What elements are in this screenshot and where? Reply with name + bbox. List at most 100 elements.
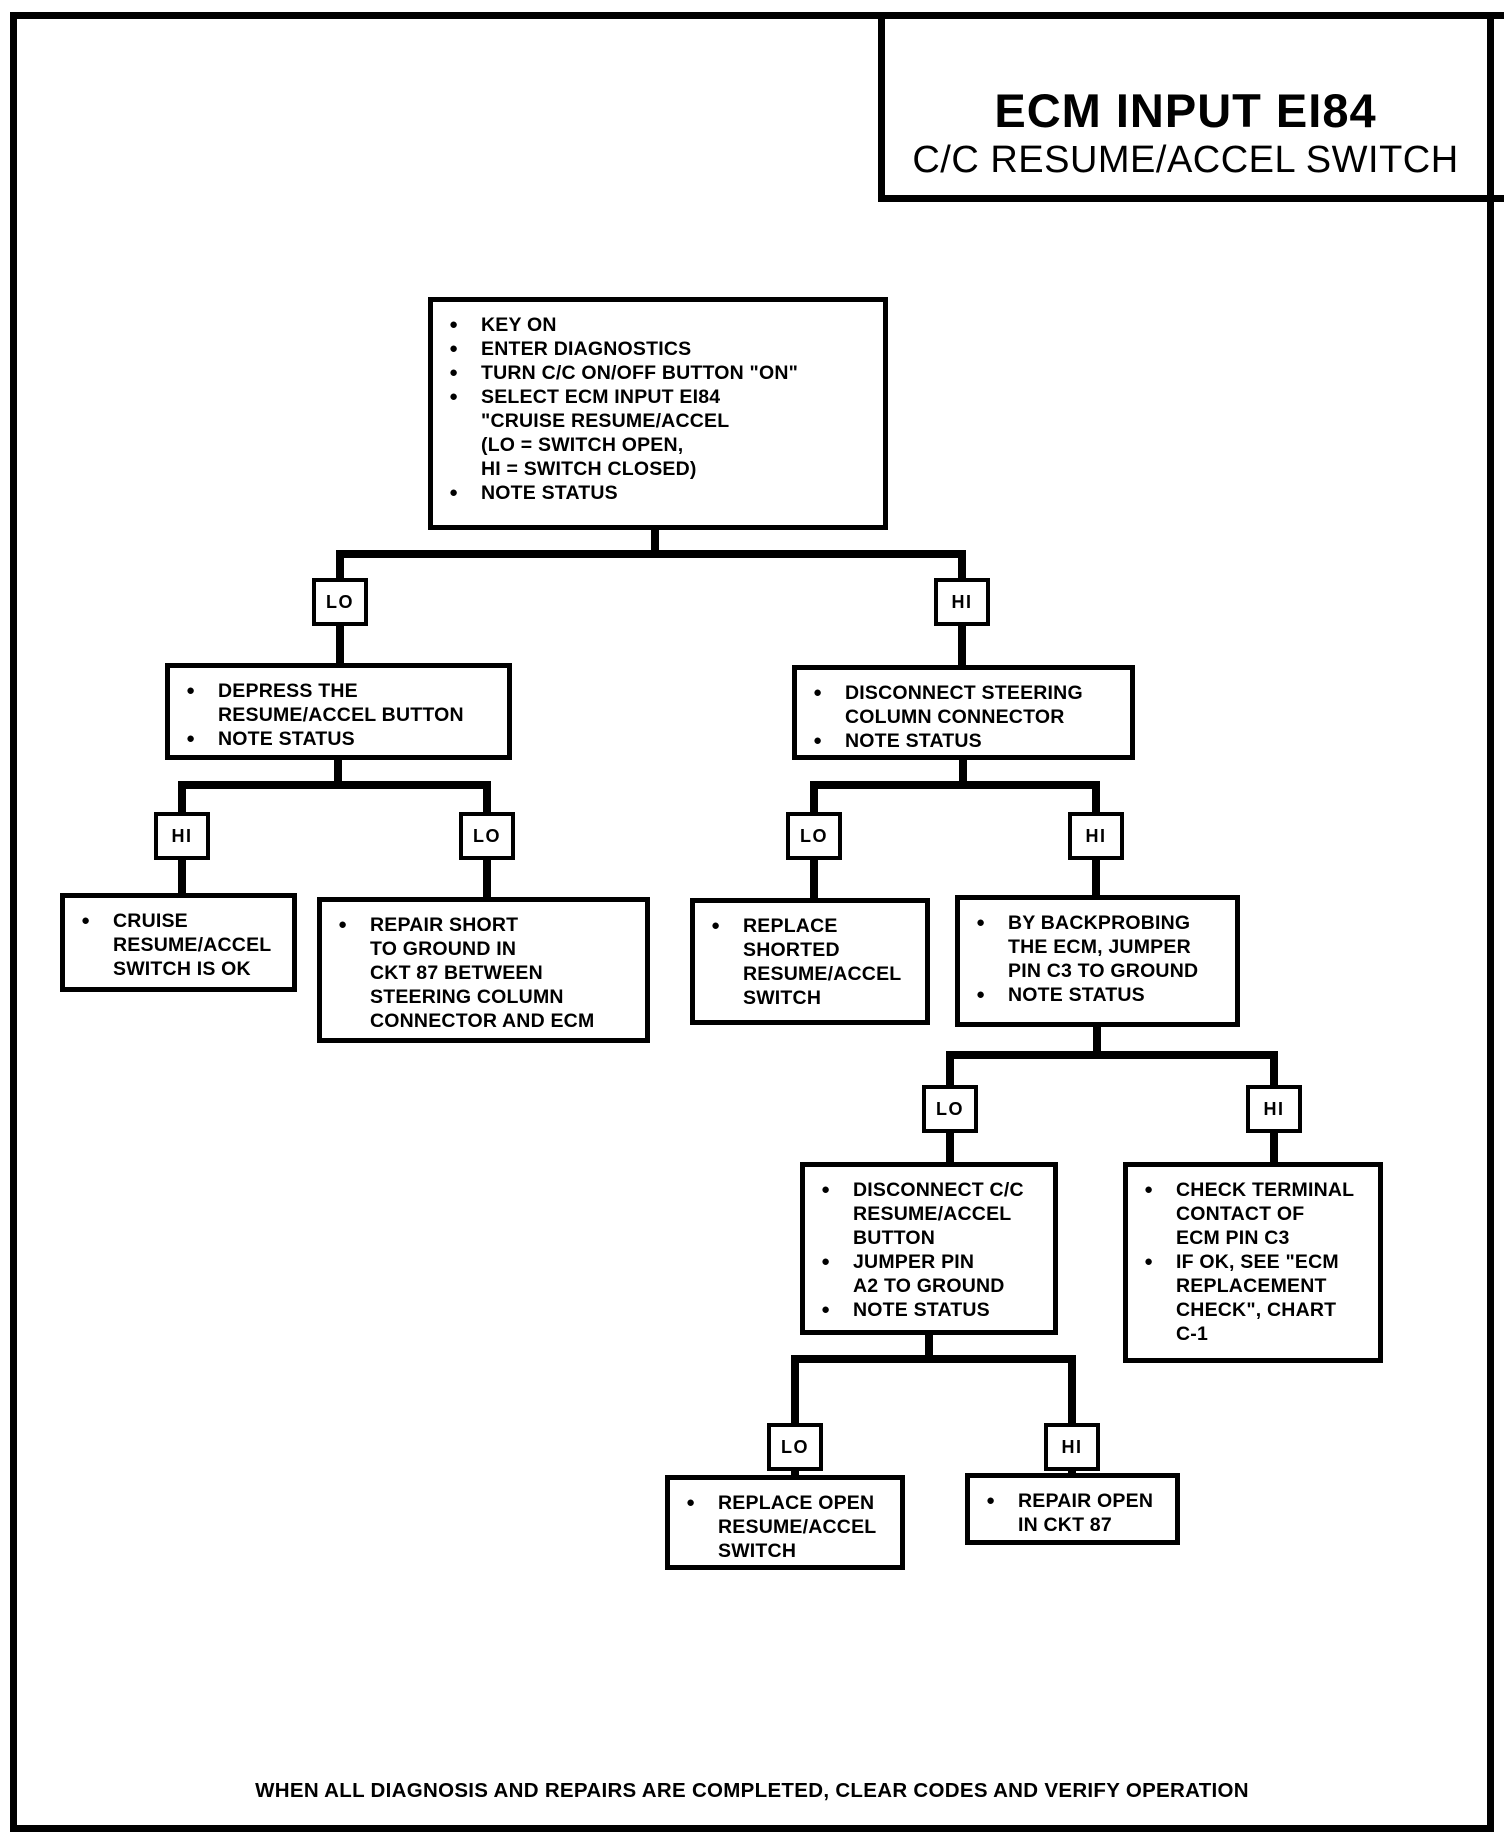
step-text: HI = SWITCH CLOSED): [481, 458, 697, 480]
step-text: CHECK TERMINAL: [1176, 1179, 1355, 1201]
flow-line: [334, 758, 342, 785]
node-check-terminal: ●CHECK TERMINAL CONTACT OF ECM PIN C3 ●I…: [1123, 1162, 1383, 1363]
step-text: SWITCH IS OK: [113, 958, 251, 980]
connector-hi-4: HI: [1246, 1085, 1302, 1133]
step-text: NOTE STATUS: [853, 1299, 990, 1321]
step-text: TO GROUND IN: [370, 938, 517, 960]
bullet-icon: ●: [813, 732, 823, 749]
step-text: IN CKT 87: [1018, 1514, 1112, 1536]
bullet-icon: ●: [449, 364, 459, 381]
bullet-icon: ●: [338, 916, 348, 933]
flow-line: [810, 781, 1100, 789]
bullet-icon: ●: [449, 316, 459, 333]
flow-line: [946, 1055, 954, 1087]
connector-label: HI: [1085, 825, 1107, 846]
step-text: CRUISE: [113, 910, 188, 932]
flow-line: [791, 1359, 799, 1425]
step-text: RESUME/ACCEL: [853, 1203, 1012, 1225]
bullet-icon: ●: [686, 1494, 696, 1511]
connector-label: HI: [951, 591, 973, 612]
step-text: RESUME/ACCEL: [743, 963, 902, 985]
bullet-icon: ●: [976, 986, 986, 1003]
step-text: TURN C/C ON/OFF BUTTON "ON": [481, 362, 799, 384]
step-text: REPAIR OPEN: [1018, 1490, 1154, 1512]
step-text: BY BACKPROBING: [1008, 912, 1191, 934]
step-text: ENTER DIAGNOSTICS: [481, 338, 692, 360]
bullet-icon: ●: [711, 917, 721, 934]
node-depress-button: ●DEPRESS THE RESUME/ACCEL BUTTON ●NOTE S…: [165, 663, 512, 760]
bullet-icon: ●: [186, 682, 196, 699]
step-text: REPLACEMENT: [1176, 1275, 1327, 1297]
step-text: RESUME/ACCEL: [113, 934, 272, 956]
flow-line: [791, 1469, 799, 1479]
flow-line: [651, 530, 659, 556]
connector-label: HI: [1263, 1098, 1285, 1119]
step-text: CHECK", CHART: [1176, 1299, 1337, 1321]
title-box: ECM INPUT EI84 C/C RESUME/ACCEL SWITCH: [878, 12, 1504, 202]
step-text: (LO = SWITCH OPEN,: [481, 434, 684, 456]
flow-line: [791, 1355, 1076, 1363]
flow-line: [336, 556, 344, 580]
flow-line: [946, 1131, 954, 1164]
connector-label: LO: [936, 1098, 964, 1119]
bullet-icon: ●: [821, 1253, 831, 1270]
connector-hi-2: HI: [154, 812, 210, 860]
bullet-icon: ●: [1144, 1181, 1154, 1198]
flow-line: [483, 785, 491, 814]
step-text: "CRUISE RESUME/ACCEL: [481, 410, 730, 432]
node-disconnect-steering: ●DISCONNECT STEERING COLUMN CONNECTOR ●N…: [792, 665, 1135, 760]
bullet-icon: ●: [821, 1301, 831, 1318]
step-text: DISCONNECT STEERING: [845, 682, 1083, 704]
connector-label: LO: [800, 825, 828, 846]
flow-line: [946, 1051, 1278, 1059]
flow-line: [1092, 785, 1100, 814]
flow-line: [925, 1333, 933, 1361]
node-repair-open-ckt87: ●REPAIR OPEN IN CKT 87: [965, 1473, 1180, 1545]
step-text: SWITCH: [718, 1540, 797, 1562]
bullet-icon: ●: [186, 730, 196, 747]
flow-line: [1270, 1131, 1278, 1164]
bullet-icon: ●: [449, 484, 459, 501]
step-text: CONNECTOR AND ECM: [370, 1010, 595, 1032]
flow-line: [336, 550, 966, 558]
step-text: ECM PIN C3: [1176, 1227, 1290, 1249]
flow-line: [959, 758, 967, 785]
bullet-icon: ●: [81, 912, 91, 929]
connector-label: LO: [326, 591, 354, 612]
step-text: BUTTON: [853, 1227, 936, 1249]
flow-line: [810, 858, 818, 900]
step-text: DISCONNECT C/C: [853, 1179, 1024, 1201]
step-text: CONTACT OF: [1176, 1203, 1305, 1225]
page-subtitle: C/C RESUME/ACCEL SWITCH: [912, 139, 1459, 181]
bullet-icon: ●: [976, 914, 986, 931]
step-text: C-1: [1176, 1323, 1209, 1345]
step-text: RESUME/ACCEL BUTTON: [218, 704, 464, 726]
bullet-icon: ●: [1144, 1253, 1154, 1270]
flow-line: [336, 624, 344, 665]
node-replace-open-switch: ● REPLACE OPEN RESUME/ACCEL SWITCH: [665, 1475, 905, 1570]
flow-line: [810, 785, 818, 814]
connector-lo-1: LO: [312, 578, 368, 626]
connector-label: HI: [1061, 1436, 1083, 1457]
step-text: REPLACE OPEN: [718, 1492, 875, 1514]
step-text: STEERING COLUMN: [370, 986, 564, 1008]
connector-hi-1: HI: [934, 578, 990, 626]
step-text: REPLACE: [743, 915, 838, 937]
bullet-icon: ●: [813, 684, 823, 701]
connector-label: LO: [473, 825, 501, 846]
node-replace-shorted-switch: ●REPLACE SHORTED RESUME/ACCEL SWITCH: [690, 898, 930, 1025]
step-text: KEY ON: [481, 314, 557, 336]
connector-label: HI: [171, 825, 193, 846]
flow-line: [178, 785, 186, 814]
step-text: SELECT ECM INPUT EI84: [481, 386, 721, 408]
step-text: SHORTED: [743, 939, 840, 961]
step-text: COLUMN CONNECTOR: [845, 706, 1065, 728]
flow-line: [1068, 1359, 1076, 1425]
bullet-icon: ●: [449, 340, 459, 357]
flow-line: [178, 858, 186, 895]
step-text: NOTE STATUS: [218, 728, 355, 750]
page-title: ECM INPUT EI84: [994, 84, 1377, 137]
connector-hi-5: HI: [1044, 1423, 1100, 1471]
step-text: RESUME/ACCEL: [718, 1516, 877, 1538]
